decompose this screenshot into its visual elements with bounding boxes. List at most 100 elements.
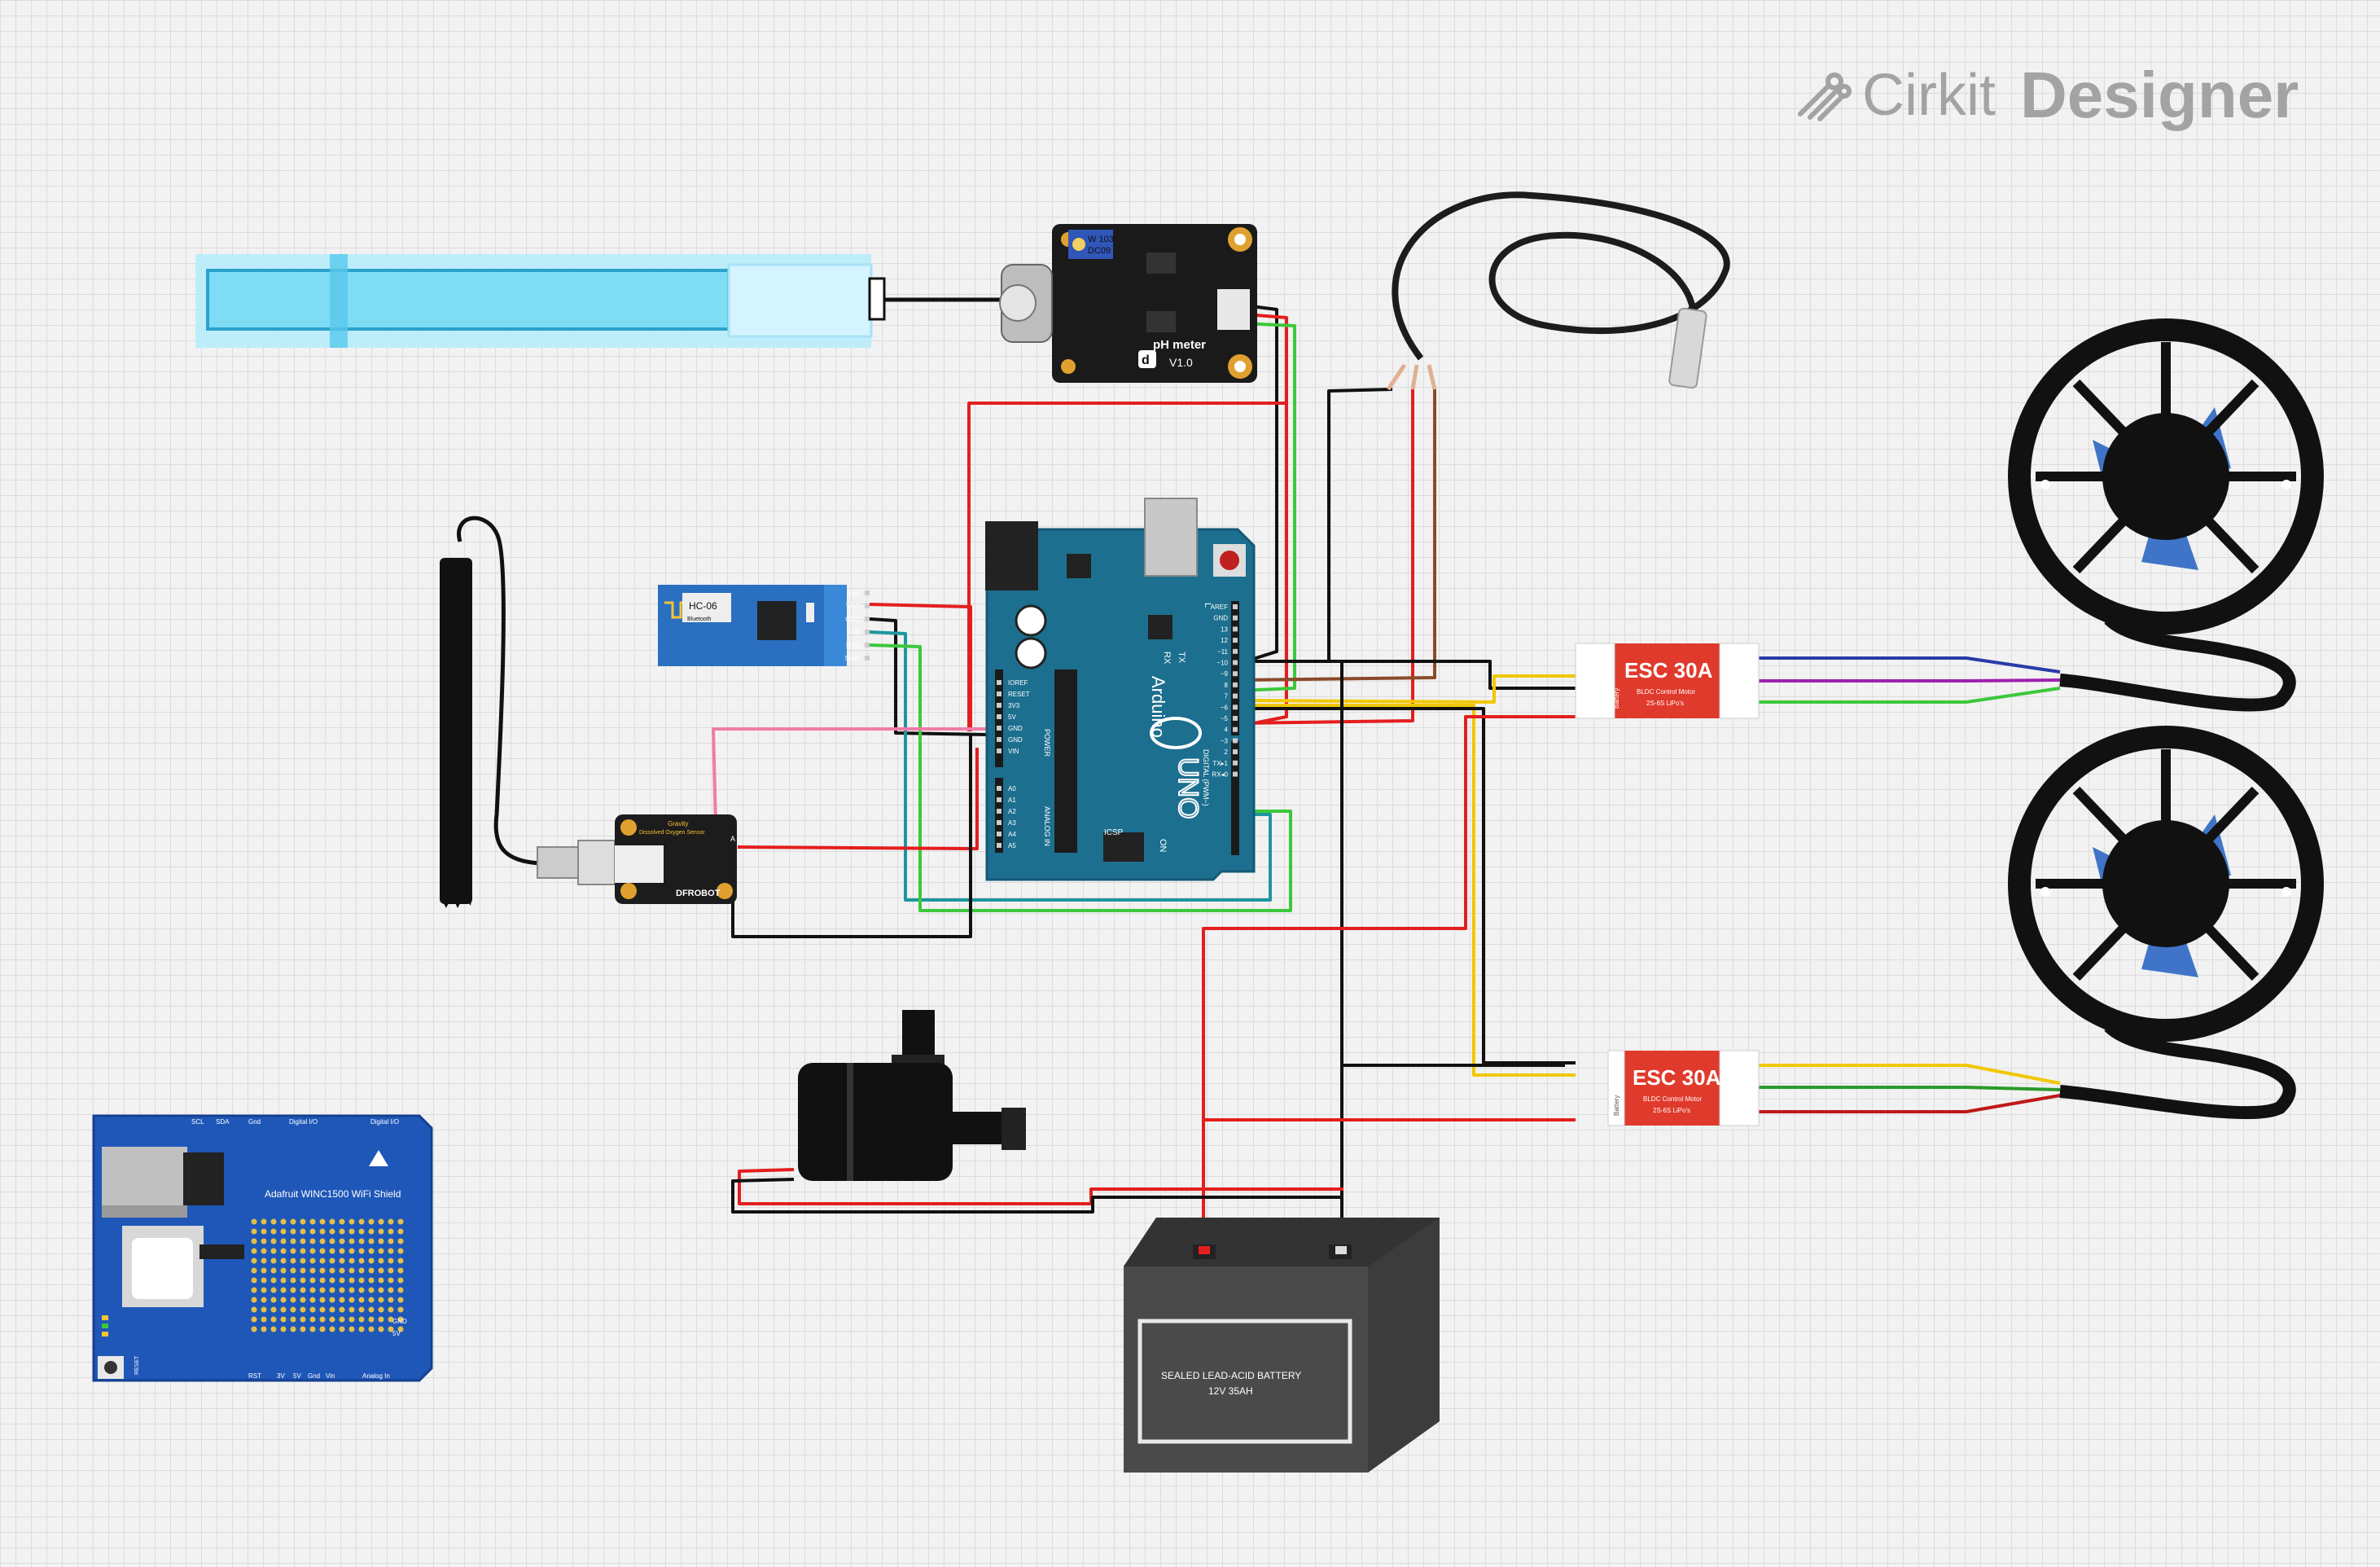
arduino-digital-pin[interactable] bbox=[1233, 693, 1238, 699]
ph-meter-board[interactable]: W 103 DC09 pH meter V1.0 d bbox=[999, 224, 1257, 383]
arduino-digital-pin[interactable] bbox=[1233, 615, 1238, 621]
wire-bat-red[interactable] bbox=[1202, 715, 1576, 1246]
proto-hole bbox=[300, 1287, 306, 1293]
hc06-pin[interactable] bbox=[865, 656, 870, 661]
wire-bt-red[interactable] bbox=[869, 603, 972, 731]
esc-2[interactable]: ESC 30A BLDC Control Motor 2S-6S LiPo's … bbox=[1607, 1050, 1760, 1126]
wire-temp-red[interactable] bbox=[1237, 389, 1414, 725]
thruster-motor-1[interactable] bbox=[2008, 318, 2324, 712]
proto-hole bbox=[339, 1248, 345, 1254]
proto-hole bbox=[300, 1238, 306, 1244]
proto-hole bbox=[319, 1258, 326, 1264]
arduino-digital-pin[interactable] bbox=[1233, 738, 1238, 744]
wire-pump-red[interactable] bbox=[738, 1168, 1343, 1205]
thruster-motor-2[interactable] bbox=[2008, 726, 2324, 1120]
arduino-uno[interactable]: Arduino UNO ON ICSP TX RX L POWER ANALOG… bbox=[985, 498, 1256, 881]
proto-hole bbox=[261, 1297, 267, 1303]
wire-bt-teal[interactable] bbox=[869, 630, 1272, 902]
arduino-digital-pin[interactable] bbox=[1233, 771, 1238, 777]
arduino-digital-pin[interactable] bbox=[1233, 638, 1238, 643]
arduino-digital-pin[interactable] bbox=[1233, 749, 1238, 755]
wire-do-black[interactable] bbox=[731, 733, 972, 938]
arduino-analog-pin[interactable] bbox=[997, 809, 1002, 814]
arduino-analog-pin[interactable] bbox=[997, 797, 1002, 802]
arduino-analog-pin[interactable] bbox=[997, 786, 1002, 791]
arduino-power-pin[interactable] bbox=[997, 703, 1002, 708]
wire-m1-green[interactable] bbox=[1759, 687, 2061, 704]
arduino-power-pin[interactable] bbox=[997, 680, 1002, 685]
wire-m2-yellow[interactable] bbox=[1759, 1064, 2061, 1085]
arduino-analog-pin[interactable] bbox=[997, 820, 1002, 825]
arduino-power-pin[interactable] bbox=[997, 691, 1002, 696]
rx-led-label: RX bbox=[1162, 652, 1172, 665]
wire-m2-red[interactable] bbox=[1759, 1094, 2061, 1113]
arduino-digital-pin[interactable] bbox=[1233, 648, 1238, 654]
battery-negative-terminal[interactable] bbox=[1335, 1246, 1347, 1254]
wire-m2-green[interactable] bbox=[1759, 1086, 2061, 1091]
esc2-subtitle: BLDC Control Motor bbox=[1643, 1095, 1702, 1103]
arduino-digital-pin[interactable] bbox=[1233, 626, 1238, 632]
proto-hole bbox=[348, 1238, 355, 1244]
arduino-digital-pin[interactable] bbox=[1233, 604, 1238, 609]
ph-probe[interactable] bbox=[195, 254, 1002, 348]
wire-pump-black[interactable] bbox=[731, 1178, 1343, 1214]
proto-hole bbox=[280, 1316, 287, 1323]
wire-esc2-black[interactable] bbox=[1238, 707, 1576, 1064]
arduino-power-pin[interactable] bbox=[997, 737, 1002, 742]
wire-esc1-black[interactable] bbox=[1238, 660, 1576, 690]
proto-hole bbox=[368, 1316, 375, 1323]
arduino-power-pin[interactable] bbox=[997, 748, 1002, 753]
proto-hole bbox=[280, 1277, 287, 1284]
temperature-probe[interactable] bbox=[1386, 191, 1730, 391]
lead-acid-battery[interactable]: SEALED LEAD-ACID BATTERY 12V 35AH bbox=[1124, 1218, 1440, 1473]
hc06-pin[interactable] bbox=[865, 643, 870, 647]
hc06-pin[interactable] bbox=[865, 630, 870, 634]
hc06-pin-label: State bbox=[844, 655, 860, 662]
wire-ph-green[interactable] bbox=[1225, 321, 1296, 692]
proto-hole bbox=[348, 1287, 355, 1293]
wire-do-red[interactable] bbox=[737, 748, 979, 850]
arduino-analog-pin[interactable] bbox=[997, 843, 1002, 848]
do-title: Gravity bbox=[668, 820, 688, 827]
hc06-pin[interactable] bbox=[865, 604, 870, 608]
wifi-shield[interactable]: Adafruit WINC1500 WiFi Shield SCL SDA Gn… bbox=[92, 1114, 433, 1382]
arduino-digital-pin-label: 8 bbox=[1225, 682, 1229, 689]
arduino-digital-pin[interactable] bbox=[1233, 682, 1238, 687]
arduino-digital-pin[interactable] bbox=[1233, 671, 1238, 677]
wire-m1-blue[interactable] bbox=[1759, 656, 2061, 674]
wire-bt-black[interactable] bbox=[869, 617, 988, 736]
arduino-digital-pin[interactable] bbox=[1233, 660, 1238, 665]
proto-hole bbox=[397, 1218, 404, 1225]
arduino-digital-pin[interactable] bbox=[1233, 716, 1238, 721]
tx-led-label: TX bbox=[1177, 652, 1186, 664]
hc06-pin[interactable] bbox=[865, 590, 870, 595]
water-pump[interactable] bbox=[798, 1010, 1026, 1181]
proto-hole bbox=[358, 1218, 365, 1225]
wire-temp-brown[interactable] bbox=[1237, 389, 1436, 682]
battery-label-line2: 12V 35AH bbox=[1208, 1385, 1253, 1397]
battery-positive-terminal[interactable] bbox=[1199, 1246, 1210, 1254]
esc-1[interactable]: ESC 30A BLDC Control Motor 2S-6S LiPo's … bbox=[1575, 643, 1760, 719]
arduino-digital-pin[interactable] bbox=[1233, 760, 1238, 766]
proto-hole bbox=[368, 1248, 375, 1254]
wire-esc2-yellow[interactable] bbox=[1238, 704, 1576, 1077]
esc1-title: ESC 30A bbox=[1624, 658, 1713, 683]
wire-m1-purple[interactable] bbox=[1759, 678, 2061, 683]
proto-hole bbox=[348, 1267, 355, 1274]
arduino-digital-pin[interactable] bbox=[1233, 704, 1238, 710]
hc06-pin[interactable] bbox=[865, 617, 870, 621]
arduino-analog-pin[interactable] bbox=[997, 832, 1002, 836]
arduino-power-pin[interactable] bbox=[997, 726, 1002, 731]
wire-temp-black[interactable] bbox=[1238, 388, 1393, 663]
dissolved-oxygen-probe[interactable] bbox=[440, 516, 616, 908]
proto-hole bbox=[290, 1277, 296, 1284]
do-sensor-board[interactable]: Gravity Dissolved Oxygen Sensor DFROBOT … bbox=[615, 814, 737, 904]
wire-bt-green[interactable] bbox=[869, 643, 1292, 912]
arduino-power-pin[interactable] bbox=[997, 714, 1002, 719]
arduino-power-pin-label: 3V3 bbox=[1008, 702, 1020, 709]
proto-hole bbox=[388, 1228, 394, 1235]
arduino-digital-pin[interactable] bbox=[1233, 726, 1238, 732]
proto-hole bbox=[261, 1238, 267, 1244]
wire-esc1-yellow[interactable] bbox=[1237, 674, 1576, 704]
